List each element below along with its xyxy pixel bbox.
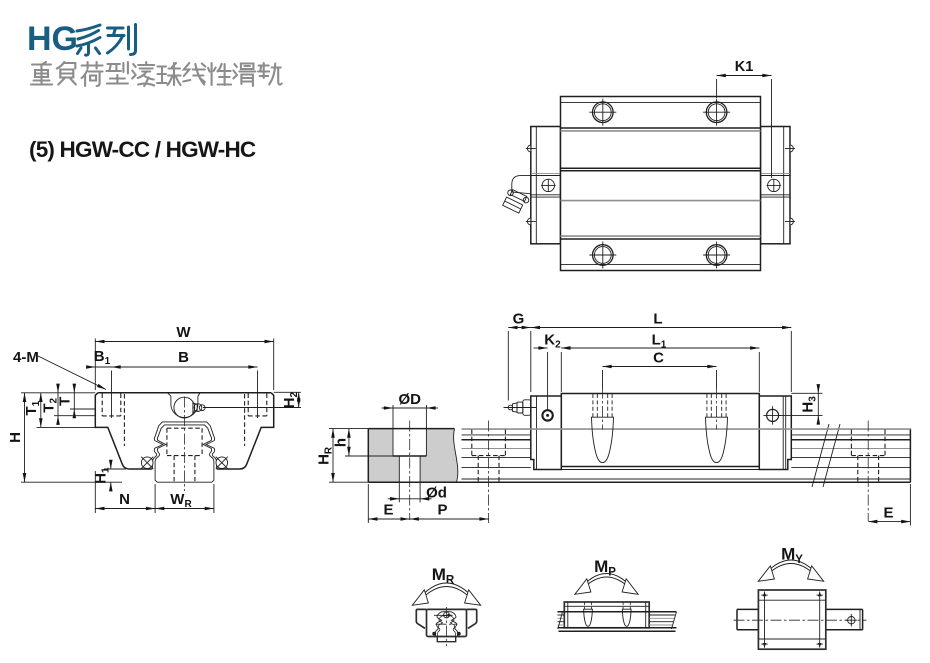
svg-text:N: N	[119, 491, 130, 508]
svg-text:4-M: 4-M	[13, 349, 39, 366]
svg-text:Ød: Ød	[426, 485, 447, 502]
svg-text:ØD: ØD	[398, 391, 421, 408]
svg-text:G: G	[513, 311, 525, 328]
svg-text:HG: HG	[27, 20, 78, 58]
svg-text:L: L	[653, 311, 662, 328]
svg-text:W: W	[176, 324, 191, 341]
svg-text:H: H	[7, 432, 24, 443]
svg-text:K1: K1	[735, 59, 754, 75]
svg-text:T: T	[57, 397, 74, 406]
svg-text:E: E	[883, 504, 893, 521]
svg-text:C: C	[653, 349, 664, 366]
svg-text:B: B	[178, 349, 189, 366]
svg-text:(5) HGW-CC / HGW-HC: (5) HGW-CC / HGW-HC	[29, 137, 256, 162]
svg-text:h: h	[333, 438, 350, 447]
svg-text:E: E	[383, 502, 393, 519]
svg-text:P: P	[437, 502, 447, 519]
